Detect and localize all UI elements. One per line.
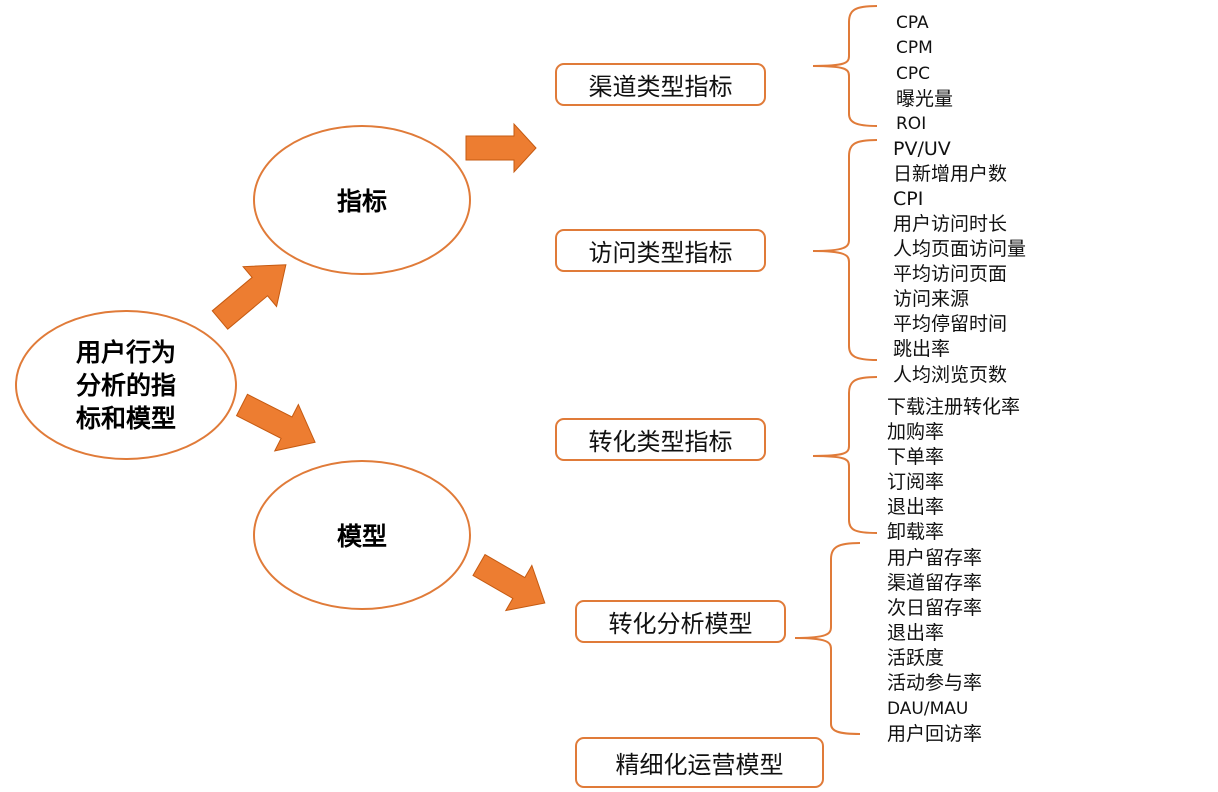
category-box-conversion-model: 转化分析模型: [575, 600, 786, 643]
brace-visit: [812, 139, 878, 361]
category-box-channel: 渠道类型指标: [555, 63, 766, 106]
category-box-visit: 访问类型指标: [555, 229, 766, 272]
root-label: 用户行为 分析的指 标和模型: [36, 335, 216, 435]
metric-item: CPM: [896, 38, 933, 58]
metric-item: 渠道留存率: [887, 572, 983, 594]
metric-item: 退出率: [887, 496, 945, 518]
root-label-line: 标和模型: [75, 403, 176, 433]
metric-item: 平均停留时间: [893, 313, 1008, 335]
metric-item: DAU/MAU: [887, 699, 969, 719]
brace-conversion: [812, 376, 878, 534]
arrow-models-to-categories: [472, 553, 546, 612]
brace-conversion-model: [794, 542, 861, 735]
root-ellipse: [15, 310, 237, 460]
metric-item: CPI: [893, 188, 924, 210]
metric-item: 平均访问页面: [893, 263, 1008, 285]
metric-item: 访问来源: [893, 288, 970, 310]
metric-item: ROI: [896, 114, 927, 134]
root-label-line: 分析的指: [75, 370, 176, 400]
arrow-root-to-models: [235, 393, 316, 452]
models-label: 模型: [336, 522, 387, 551]
metric-item: 用户访问时长: [893, 213, 1008, 235]
metric-item: PV/UV: [893, 138, 951, 160]
metric-item: 跳出率: [893, 338, 951, 360]
metric-item: 下单率: [887, 446, 945, 468]
metric-item: 日新增用户数: [893, 163, 1008, 185]
metric-item: 卸载率: [887, 521, 945, 543]
brace-channel: [812, 5, 878, 127]
metric-item: 活跃度: [887, 647, 945, 669]
category-box-operation-model: 精细化运营模型: [575, 737, 824, 788]
metric-item: 下载注册转化率: [887, 396, 1021, 418]
metric-item: 人均页面访问量: [893, 238, 1027, 260]
metric-item: 用户回访率: [887, 723, 983, 745]
metric-item: 加购率: [887, 421, 945, 443]
metric-item: 活动参与率: [887, 672, 983, 694]
metric-item: 用户留存率: [887, 547, 983, 569]
metric-item: 退出率: [887, 622, 945, 644]
metrics-label: 指标: [336, 187, 387, 216]
metric-item: CPC: [896, 64, 930, 84]
metric-item: 人均浏览页数: [893, 364, 1008, 386]
metric-item: 次日留存率: [887, 597, 983, 619]
arrow-root-to-metrics: [211, 264, 287, 330]
category-box-conversion: 转化类型指标: [555, 418, 766, 461]
models-ellipse: [253, 460, 471, 610]
root-label-line: 用户行为: [75, 337, 176, 367]
metrics-ellipse: [253, 125, 471, 275]
arrow-metrics-to-categories: [465, 122, 537, 174]
metric-item: 订阅率: [887, 471, 945, 493]
metric-item: 曝光量: [896, 88, 954, 110]
metric-item: CPA: [896, 13, 929, 33]
